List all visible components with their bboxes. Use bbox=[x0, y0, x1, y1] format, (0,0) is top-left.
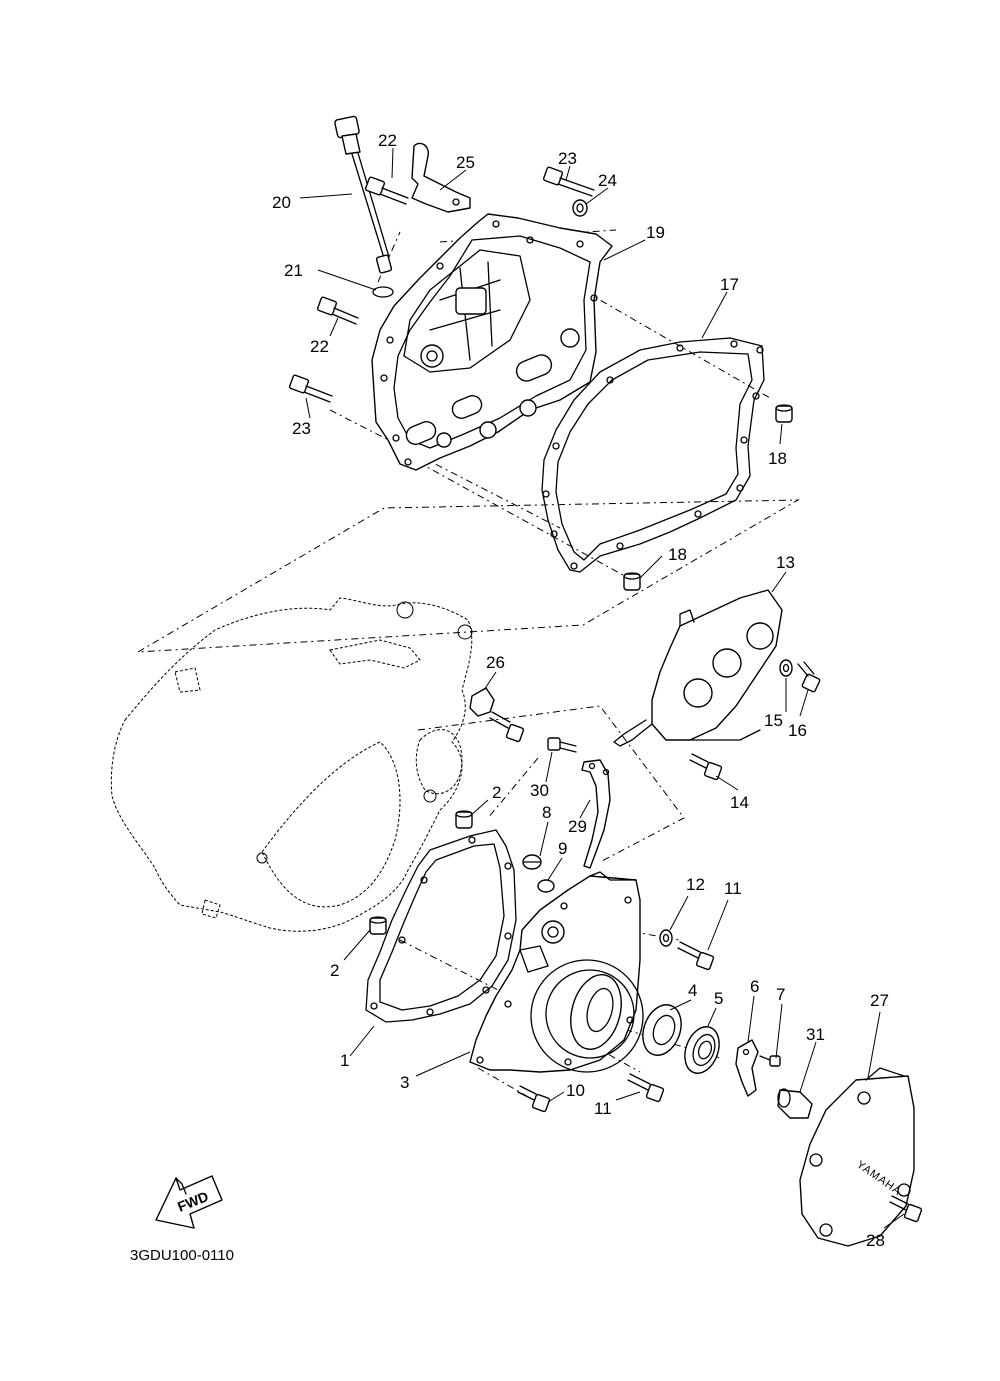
crankcase-cover-part-19 bbox=[371, 213, 613, 471]
bolt-part-16 bbox=[797, 661, 821, 693]
callout-13: 13 bbox=[776, 553, 795, 572]
callout-29: 29 bbox=[568, 817, 587, 836]
bolt-part-11-upper bbox=[677, 941, 715, 971]
callout-27: 27 bbox=[870, 991, 889, 1010]
callout-15: 15 bbox=[764, 711, 783, 730]
washer-part-12 bbox=[659, 929, 673, 947]
gasket-part-17 bbox=[541, 337, 765, 573]
callout-6: 6 bbox=[750, 977, 759, 996]
bolt-part-14 bbox=[689, 753, 723, 781]
callout-28: 28 bbox=[866, 1231, 885, 1250]
bolt-part-22-upper bbox=[364, 176, 409, 205]
bolt-part-10 bbox=[517, 1085, 551, 1113]
o-ring-part-9 bbox=[537, 879, 555, 893]
plug-part-8 bbox=[522, 854, 542, 870]
plate-part-6 bbox=[735, 1039, 759, 1097]
dowel-pin-part-18-lower bbox=[623, 572, 641, 591]
callout-22-upper: 22 bbox=[378, 131, 397, 150]
callout-5: 5 bbox=[714, 989, 723, 1008]
catalog-code: 3GDU100-0110 bbox=[130, 1247, 234, 1264]
bracket-part-29 bbox=[581, 759, 611, 869]
callout-12: 12 bbox=[686, 875, 705, 894]
callout-18-lower: 18 bbox=[668, 545, 687, 564]
o-ring-part-21 bbox=[372, 286, 394, 298]
oil-seal-part-5 bbox=[684, 1026, 720, 1074]
dowel-pin-part-2-lower bbox=[369, 916, 387, 935]
dowel-pin-part-2-upper bbox=[455, 810, 473, 829]
washer-part-24 bbox=[572, 199, 588, 217]
dowel-pin-part-18-upper bbox=[775, 404, 793, 423]
callout-16: 16 bbox=[788, 721, 807, 740]
callout-1: 1 bbox=[340, 1051, 349, 1070]
callout-14: 14 bbox=[730, 793, 749, 812]
callout-22-lower: 22 bbox=[310, 337, 329, 356]
callout-8: 8 bbox=[542, 803, 551, 822]
callout-11-upper: 11 bbox=[724, 879, 742, 898]
callout-2-upper: 2 bbox=[492, 783, 501, 802]
outer-cover-part-27: YAMAHA bbox=[799, 1067, 915, 1247]
oil-dipstick-part-20 bbox=[334, 115, 393, 274]
callout-2-lower: 2 bbox=[330, 961, 339, 980]
callout-26: 26 bbox=[486, 653, 505, 672]
callout-9: 9 bbox=[558, 839, 567, 858]
bolt-part-22-lower bbox=[316, 296, 359, 325]
callout-24: 24 bbox=[598, 171, 617, 190]
callout-leader-lines bbox=[299, 147, 905, 1229]
screw-part-7 bbox=[759, 1055, 781, 1067]
bolt-part-23-upper bbox=[542, 166, 595, 197]
callout-20: 20 bbox=[272, 193, 291, 212]
collar-part-31 bbox=[777, 1088, 813, 1119]
callout-labels: 1 2 2 3 4 5 6 7 8 9 10 11 11 12 13 14 15… bbox=[272, 131, 889, 1250]
callout-10: 10 bbox=[566, 1081, 585, 1100]
cable-guide-part-26 bbox=[469, 687, 525, 743]
callout-25: 25 bbox=[456, 153, 475, 172]
crankcase-outline bbox=[110, 597, 473, 932]
bracket-part-25 bbox=[411, 142, 471, 213]
bearing-part-4 bbox=[642, 1004, 682, 1056]
callout-3: 3 bbox=[400, 1073, 409, 1092]
washer-part-15 bbox=[779, 659, 793, 677]
bolt-part-23-lower bbox=[288, 374, 333, 403]
callout-19: 19 bbox=[646, 223, 665, 242]
callout-23-lower: 23 bbox=[292, 419, 311, 438]
callout-11-lower: 11 bbox=[594, 1099, 612, 1118]
screw-part-30 bbox=[547, 737, 577, 753]
callout-31: 31 bbox=[806, 1025, 825, 1044]
callout-21: 21 bbox=[284, 261, 303, 280]
callout-30: 30 bbox=[530, 781, 549, 800]
callout-23-upper: 23 bbox=[558, 149, 577, 168]
bolt-part-11-lower bbox=[627, 1073, 665, 1103]
forward-direction-arrow: FWD bbox=[155, 1175, 223, 1229]
crankcase-cover-part-3 bbox=[469, 871, 644, 1073]
callout-7: 7 bbox=[776, 985, 785, 1004]
bolt-part-28 bbox=[889, 1195, 923, 1223]
callout-4: 4 bbox=[688, 981, 697, 1000]
callout-17: 17 bbox=[720, 275, 739, 294]
callout-18-upper: 18 bbox=[768, 449, 787, 468]
gasket-part-1 bbox=[365, 829, 517, 1023]
side-cover-part-13 bbox=[613, 589, 783, 747]
